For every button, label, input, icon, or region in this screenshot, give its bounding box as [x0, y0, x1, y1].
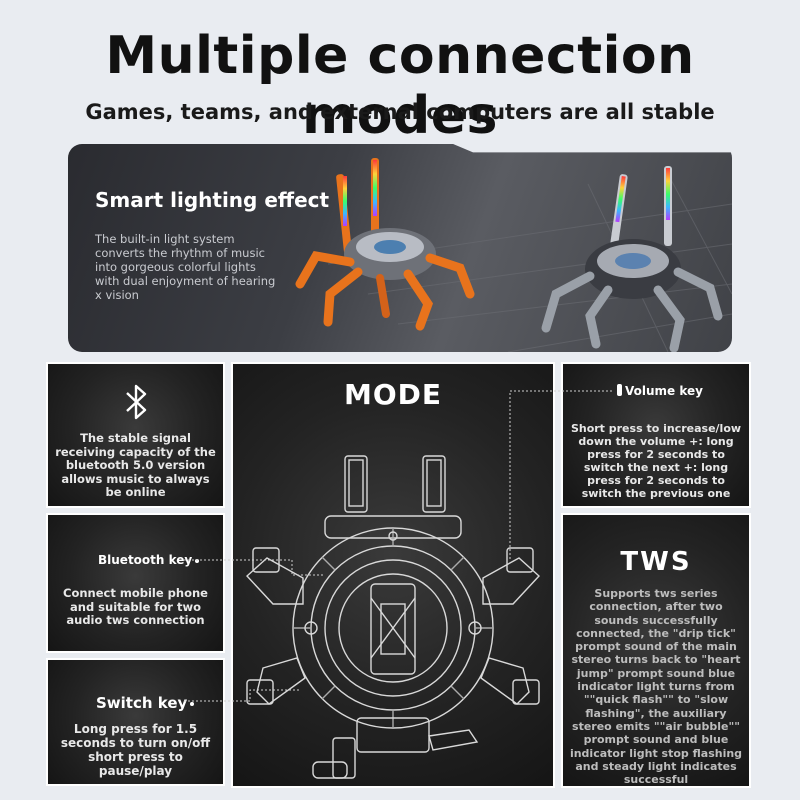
bluetooth-key-panel: Bluetooth key Connect mobile phone and s…	[46, 513, 225, 653]
tws-title: TWS	[620, 547, 692, 577]
page-subtitle: Games, teams, and external computers are…	[85, 100, 715, 124]
hero-description: The built-in light system converts the r…	[95, 232, 276, 302]
bluetooth-icon	[126, 384, 147, 420]
orange-speaker-illustration	[295, 158, 475, 331]
silver-speaker-illustration	[541, 166, 723, 352]
mode-panel: MODE	[231, 362, 555, 788]
hero-illustration	[295, 158, 732, 352]
switch-key-description: Long press for 1.5 seconds to turn on/of…	[60, 722, 211, 778]
mode-title: MODE	[343, 378, 443, 411]
switch-key-panel: Switch key Long press for 1.5 seconds to…	[46, 658, 225, 786]
bluetooth-description: The stable signal receiving capacity of …	[55, 431, 216, 499]
bluetooth-key-description: Connect mobile phone and suitable for tw…	[63, 586, 208, 627]
page-title: Multiple connection modes	[105, 26, 695, 146]
switch-key-title: Switch key	[96, 694, 195, 712]
hero-banner: Smart lighting effect The built-in light…	[68, 144, 732, 352]
bluetooth-key-title: Bluetooth key	[98, 553, 200, 567]
bluetooth-panel: The stable signal receiving capacity of …	[46, 362, 225, 508]
volume-key-title: Volume key	[617, 384, 703, 398]
volume-icon	[617, 384, 622, 396]
tws-panel: TWS Supports tws series connection, afte…	[561, 513, 751, 788]
speaker-wireframe-illustration	[246, 455, 540, 779]
tws-description: Supports tws series connection, after tw…	[569, 587, 743, 787]
hero-title: Smart lighting effect	[95, 188, 330, 212]
volume-key-panel: Volume key Short press to increase/low d…	[561, 362, 751, 508]
volume-key-description: Short press to increase/low down the vol…	[570, 422, 742, 500]
